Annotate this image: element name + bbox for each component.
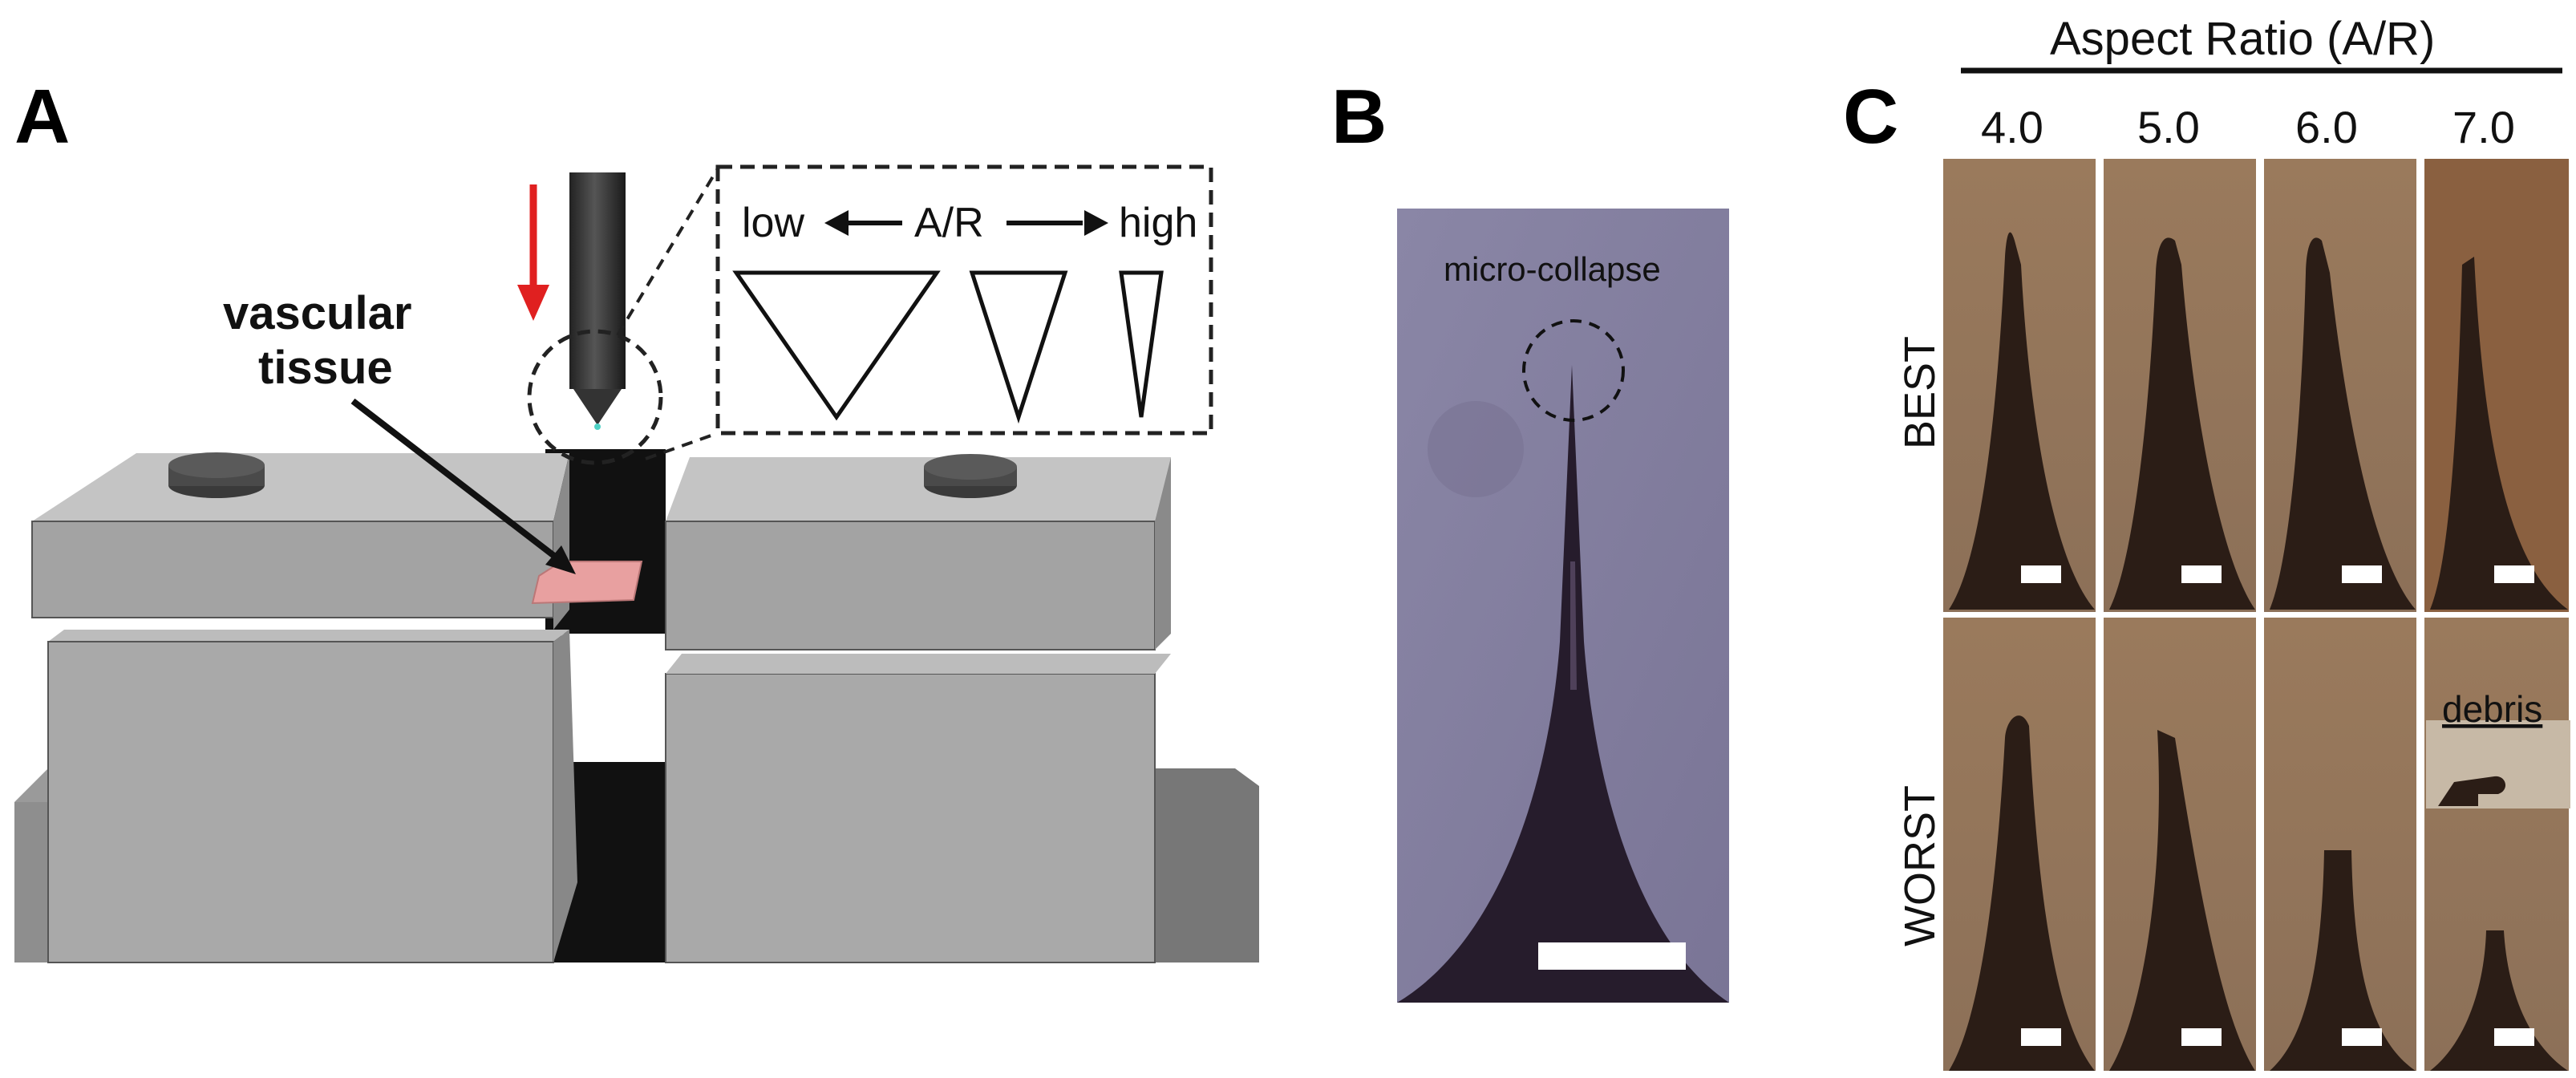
inset-arrow-left-icon <box>824 210 902 236</box>
inset-low-label: low <box>742 200 804 246</box>
micrograph-best-4-0 <box>1943 159 2096 612</box>
col-header-3: 6.0 <box>2295 102 2358 152</box>
triangle-mid-icon <box>969 270 1068 424</box>
panel-b: B micro-collapse <box>1331 74 1729 1003</box>
inset-high-label: high <box>1119 200 1197 246</box>
tissue-pointer-arrow-icon <box>350 398 576 574</box>
tissue-label-line2: tissue <box>258 342 393 394</box>
left-clamp-block <box>31 452 577 963</box>
col-header-1: 4.0 <box>1981 102 2043 152</box>
right-clamp-block <box>665 454 1171 963</box>
row-label-best: BEST <box>1896 336 1944 449</box>
needle-tool <box>569 172 626 430</box>
micrograph-worst-4-0 <box>1943 618 2096 1071</box>
micrograph-best-6-0 <box>2264 159 2416 612</box>
scale-bar-b <box>1538 942 1686 970</box>
triangle-high-icon <box>1119 270 1164 418</box>
micrograph-best-5-0 <box>2104 159 2256 612</box>
triangle-low-icon <box>732 270 941 421</box>
tissue-label-line1: vascular <box>223 287 411 339</box>
panel-a: A <box>14 74 1259 963</box>
col-header-2: 5.0 <box>2137 102 2200 152</box>
micrograph-best-7-0 <box>2424 159 2569 612</box>
inset-arrow-right-icon <box>1007 210 1108 236</box>
col-header-4: 7.0 <box>2452 102 2515 152</box>
micrograph-worst-5-0 <box>2104 618 2256 1071</box>
micro-collapse-label: micro-collapse <box>1444 250 1661 288</box>
micrograph-worst-7-0 <box>2424 618 2570 1071</box>
panel-c: C Aspect Ratio (A/R) 4.0 5.0 6.0 7.0 BES… <box>1843 13 2570 1071</box>
aspect-ratio-header: Aspect Ratio (A/R) <box>2050 13 2435 65</box>
tip-highlight-circle <box>527 329 663 465</box>
needle-image <box>1397 365 1729 1003</box>
micrograph-worst-6-0 <box>2264 618 2416 1071</box>
debris-label: debris <box>2442 688 2542 730</box>
panel-c-letter: C <box>1843 74 1898 160</box>
aspect-ratio-inset <box>715 164 1213 436</box>
panel-b-letter: B <box>1331 74 1387 160</box>
collapse-highlight-circle <box>1522 319 1625 422</box>
row-label-worst: WORST <box>1896 785 1944 946</box>
inset-ar-label: A/R <box>914 200 984 246</box>
red-arrow-icon <box>517 184 549 321</box>
panel-a-letter: A <box>14 74 70 160</box>
